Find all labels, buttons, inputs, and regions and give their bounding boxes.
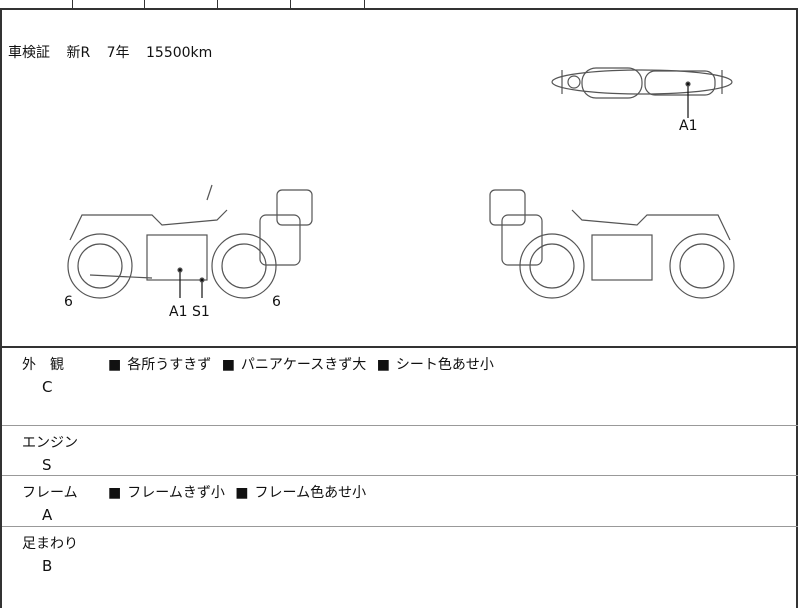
inspection-years: 7年 <box>106 45 130 61</box>
header-cell <box>145 0 218 8</box>
section-grade: A <box>42 506 53 524</box>
inspection-info: 車検証 新R 7年 15500km <box>8 42 224 62</box>
motorcycle-right-view <box>489 189 735 299</box>
damage-label: A1 <box>679 118 698 134</box>
damage-label: A1 <box>169 304 188 320</box>
section-name: フレーム <box>22 485 78 501</box>
header-cell <box>73 0 145 8</box>
mileage: 15500km <box>146 45 213 61</box>
section-name: エンジン <box>22 435 78 451</box>
note: 各所うすきず <box>127 357 212 373</box>
section-grade: S <box>42 456 52 474</box>
section-name: 足まわり <box>22 536 78 552</box>
section-suspension: 足まわり B <box>2 527 798 607</box>
header-cell <box>0 0 73 8</box>
inspection-label: 車検証 <box>8 45 50 61</box>
damage-diagram <box>67 67 735 299</box>
section-notes: ■ フレームきず小 ■ フレーム色あせ小 <box>108 482 372 502</box>
bullet: ■ <box>235 485 249 501</box>
section-grade: C <box>42 378 53 396</box>
note: シート色あせ小 <box>395 357 494 373</box>
section-grade: B <box>42 557 53 575</box>
motorcycle-left-view <box>67 184 313 299</box>
bullet: ■ <box>108 357 122 373</box>
section-frame: フレーム A ■ フレームきず小 ■ フレーム色あせ小 <box>2 476 798 527</box>
condition-sections: 外 観 C ■ 各所うすきず ■ パニアケースきず大 ■ シート色あせ小 エンジン S… <box>2 346 798 607</box>
inspection-type: 新R <box>66 45 91 61</box>
note: フレーム色あせ小 <box>254 485 367 501</box>
note: フレームきず小 <box>127 485 225 501</box>
note: パニアケースきず大 <box>240 357 367 373</box>
section-name: 外 観 <box>22 357 64 373</box>
damage-label: 6 <box>272 294 281 310</box>
header-cell <box>291 0 365 8</box>
section-notes: ■ 各所うすきず ■ パニアケースきず大 ■ シート色あせ小 <box>108 354 500 374</box>
bullet: ■ <box>376 357 390 373</box>
inspection-sheet: 車検証 新R 7年 15500km <box>0 8 798 608</box>
section-exterior: 外 観 C ■ 各所うすきず ■ パニアケースきず大 ■ シート色あせ小 <box>2 348 798 426</box>
bullet: ■ <box>221 357 235 373</box>
motorcycle-top-view <box>551 67 733 118</box>
damage-label: S1 <box>192 304 210 320</box>
damage-label: 6 <box>64 294 73 310</box>
header-cell <box>218 0 291 8</box>
section-engine: エンジン S <box>2 426 798 476</box>
bullet: ■ <box>108 485 122 501</box>
